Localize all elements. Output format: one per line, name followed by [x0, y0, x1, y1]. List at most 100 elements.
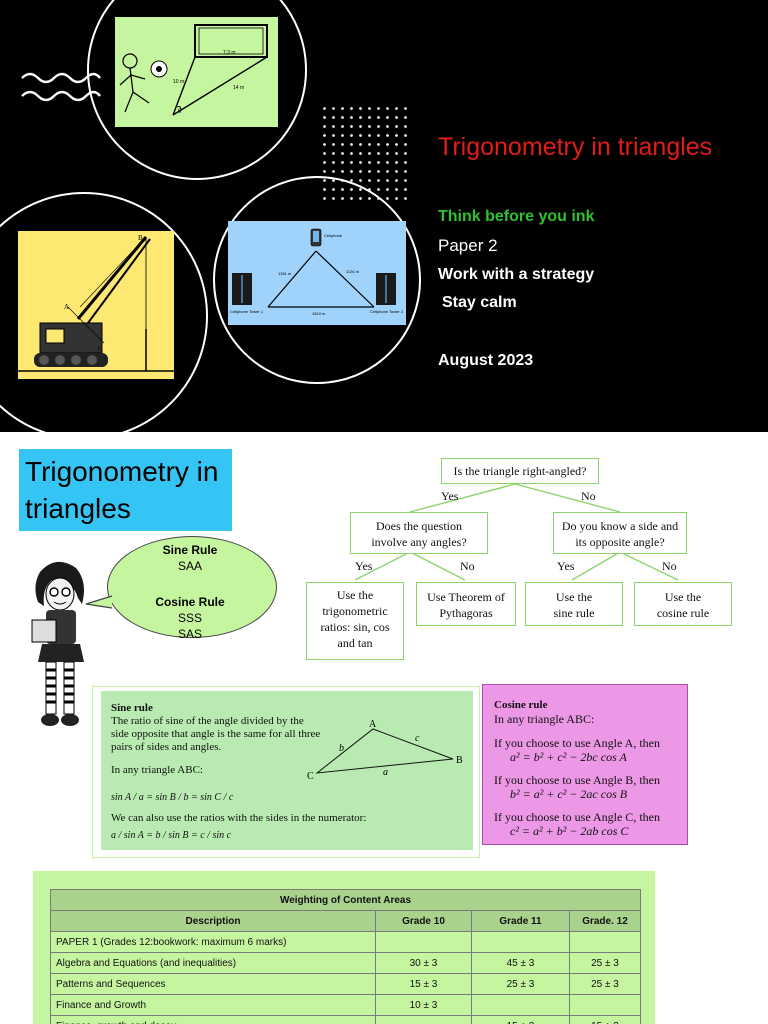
- sine-rule-description: The ratio of sine of the angle divided b…: [111, 715, 321, 753]
- cosine-choose-c: If you choose to use Angle C, then: [494, 810, 660, 824]
- angle-label: θ: [178, 107, 182, 115]
- flow-yes-label-2: Yes: [355, 559, 373, 573]
- triangle-side-b: b: [339, 743, 344, 754]
- distance-right-label: 1126 m: [346, 269, 360, 274]
- table-row: PAPER 1 (Grades 12:bookwork: maximum 6 m…: [50, 931, 641, 953]
- table-cell: 15 ± 3: [569, 1015, 641, 1024]
- sine-triangle-diagram: A B C a b c: [307, 719, 463, 782]
- cosine-equation-c: c² = a² + b² − 2ab cos C: [510, 824, 629, 838]
- table-cell: Finance, growth and decay: [50, 1015, 376, 1024]
- cosine-choose-a: If you choose to use Angle A, then: [494, 736, 660, 750]
- weighting-table: Weighting of Content Areas Description G…: [50, 889, 641, 1024]
- table-cell: [375, 1015, 472, 1024]
- table-cell: [569, 931, 641, 953]
- sine-rule-title: Sine rule: [111, 702, 153, 714]
- paper-label: Paper 2: [438, 236, 498, 255]
- crane-label-b: B: [138, 234, 143, 242]
- table-cell: Algebra and Equations (and inequalities): [50, 952, 376, 974]
- table-header-grade12: Grade. 12: [569, 910, 641, 932]
- tower1-label: Cellphone Tower 1: [230, 309, 264, 314]
- tagline: Think before you ink: [438, 208, 595, 225]
- long-side-label: 14 m: [233, 85, 244, 91]
- sine-rule-panel: [101, 691, 473, 850]
- table-header-grade10: Grade 10: [375, 910, 472, 932]
- flow-answer-trig-ratios: Use the trigonometric ratios: sin, cos a…: [306, 582, 404, 660]
- crane-label-c: C: [98, 345, 103, 353]
- table-cell: 30 ± 3: [375, 952, 472, 974]
- crane-label-a: A: [64, 303, 69, 311]
- cosine-rule-case2: SAS: [177, 627, 202, 641]
- table-cell: [375, 931, 472, 953]
- flow-answer-cosine-rule: Use the cosine rule: [634, 582, 732, 626]
- cosine-rule-title: Cosine rule: [494, 699, 548, 711]
- base-distance-label: 1819 m: [312, 311, 326, 316]
- table-title-row: Weighting of Content Areas: [50, 889, 641, 911]
- triangle-vertex-a: A: [369, 719, 377, 730]
- date-text: August 2023: [438, 352, 534, 369]
- soccer-diagram: 7,3 m 10 m 14 m θ: [115, 17, 278, 127]
- sine-any-triangle: In any triangle ABC:: [111, 764, 203, 776]
- table-cell: 25 ± 3: [569, 952, 641, 974]
- sine-formula-2: a / sin A = b / sin B = c / sin c: [111, 830, 232, 841]
- left-side-label: 10 m: [173, 79, 184, 85]
- table-cell: 15 ± 3: [471, 1015, 570, 1024]
- sine-also-text: We can also use the ratios with the side…: [111, 812, 367, 824]
- sine-rule-case: SAA: [177, 559, 202, 573]
- table-row: Finance, growth and decay 15 ± 3 15 ± 3: [50, 1015, 641, 1024]
- table-cell: Patterns and Sequences: [50, 973, 376, 995]
- flow-answer-pythagoras: Use Theorem of Pythagoras: [416, 582, 516, 626]
- goal-width-label: 7,3 m: [223, 50, 236, 56]
- table-row: Finance and Growth 10 ± 3: [50, 994, 641, 1016]
- table-row: Algebra and Equations (and inequalities)…: [50, 952, 641, 974]
- cellphone-label: Cellphone: [324, 233, 343, 238]
- flow-question-side-angle: Do you know a side and its opposite angl…: [553, 512, 687, 554]
- table-cell: 10 ± 3: [375, 994, 472, 1016]
- crane-diagram: A B C: [18, 231, 174, 379]
- tower2-label: Cellphone Tower 2: [370, 309, 404, 314]
- cosine-rule-case1: SSS: [177, 611, 202, 625]
- table-header-row: Description Grade 10 Grade 11 Grade. 12: [50, 910, 641, 932]
- cosine-rule-panel: [482, 684, 688, 845]
- triangle-side-c: c: [415, 733, 420, 744]
- flow-question-right-angled: Is the triangle right-angled?: [441, 458, 599, 484]
- circle-frame-crane: [0, 192, 208, 432]
- table-cell: 25 ± 3: [569, 973, 641, 995]
- table-cell: [471, 994, 570, 1016]
- weighting-table-panel: Weighting of Content Areas Description G…: [33, 871, 655, 1024]
- table-cell: [471, 931, 570, 953]
- table-cell: [569, 994, 641, 1016]
- slide2-title: Trigonometry in triangles: [19, 449, 232, 531]
- student-illustration: [31, 561, 84, 726]
- speech-bubble: [107, 536, 277, 638]
- title-slide: 7,3 m 10 m 14 m θ A B C: [0, 0, 768, 432]
- flowchart-connectors: [354, 483, 679, 581]
- table-cell: PAPER 1 (Grades 12:bookwork: maximum 6 m…: [50, 931, 376, 953]
- sine-rule-text: Sine rule The ratio of sine of the angle…: [111, 702, 321, 777]
- flow-yes-label-3: Yes: [557, 559, 575, 573]
- table-cell: Finance and Growth: [50, 994, 376, 1016]
- table-cell: 25 ± 3: [471, 973, 570, 995]
- flow-answer-sine-rule: Use the sine rule: [525, 582, 623, 626]
- flow-question-angles: Does the question involve any angles?: [350, 512, 488, 554]
- calm-text: Stay calm: [442, 294, 517, 311]
- table-header-description: Description: [50, 910, 376, 932]
- cosine-choose-b: If you choose to use Angle B, then: [494, 773, 660, 787]
- circle-frame-towers: [213, 176, 421, 384]
- sine-rule-heading: Sine Rule: [162, 543, 218, 557]
- cosine-any-triangle: In any triangle ABC:: [494, 712, 595, 726]
- slide1-title: Trigonometry in triangles: [438, 133, 713, 161]
- content-slide: Trigonometry in triangles Sine Rule SAA …: [0, 432, 768, 1024]
- distance-left-label: 1391 m: [278, 271, 292, 276]
- flow-no-label-3: No: [662, 559, 677, 573]
- cosine-equation-b: b² = a² + c² − 2ac cos B: [510, 787, 628, 801]
- flow-yes-label-1: Yes: [441, 489, 459, 503]
- strategy-text: Work with a strategy: [438, 266, 595, 283]
- table-header-grade11: Grade 11: [471, 910, 570, 932]
- table-cell: 45 ± 3: [471, 952, 570, 974]
- table-title: Weighting of Content Areas: [50, 889, 641, 911]
- triangle-side-a: a: [383, 767, 388, 778]
- table-cell: 15 ± 3: [375, 973, 472, 995]
- cellphone-towers-diagram: Cellphone Cellphone Tower 1 Cellphone To…: [228, 221, 406, 325]
- cosine-rule-heading: Cosine Rule: [155, 595, 225, 609]
- bubble-tail: [85, 595, 113, 609]
